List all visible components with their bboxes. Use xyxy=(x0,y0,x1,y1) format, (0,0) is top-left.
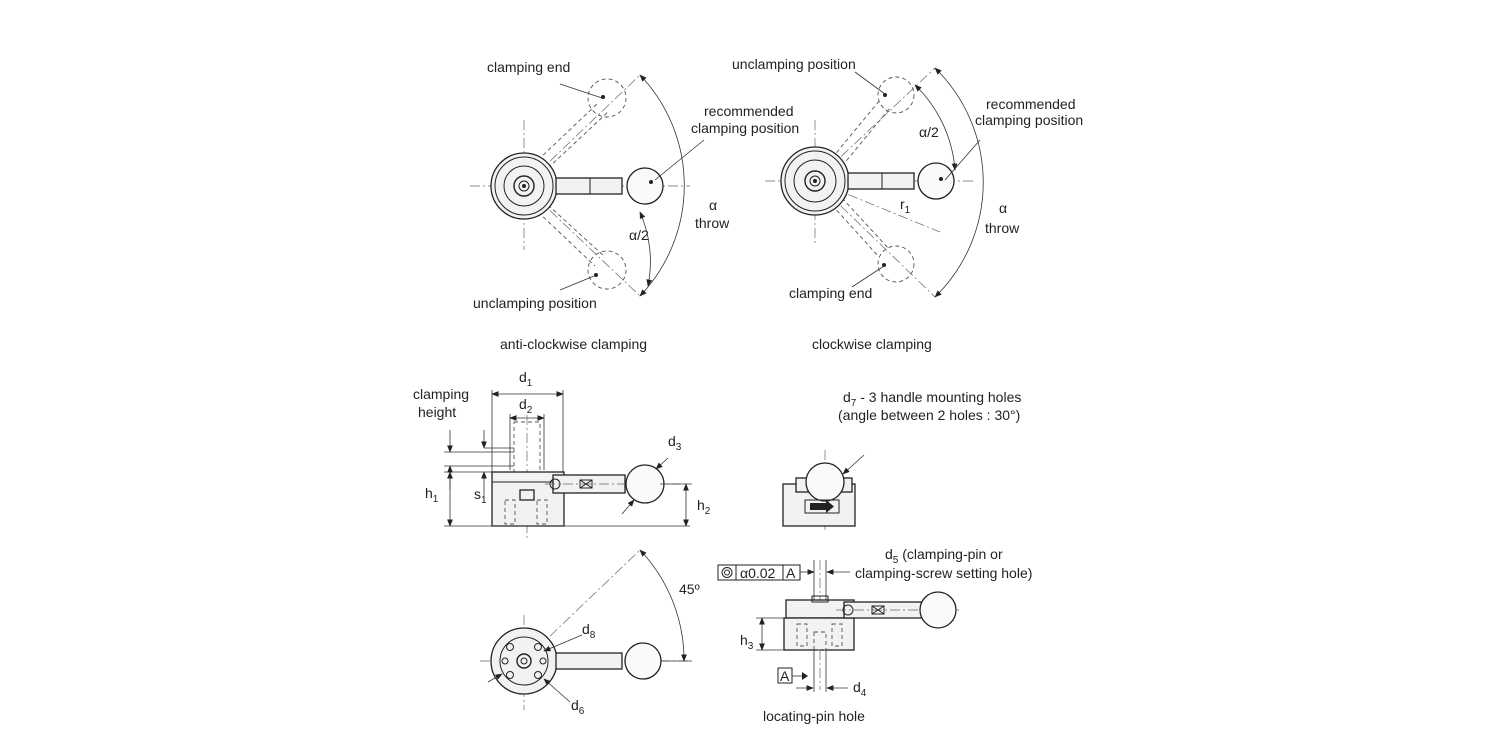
label-d2: d2 xyxy=(519,396,533,416)
label-half-angle: α/2 xyxy=(629,227,649,243)
tolerance-value: α0.02 xyxy=(740,565,776,581)
view-side xyxy=(444,390,692,538)
label-alpha: α xyxy=(709,197,717,213)
view-front xyxy=(782,450,865,530)
label-d4: d4 xyxy=(853,679,867,699)
label-unclamping: unclamping position xyxy=(732,56,856,72)
label-clamping-end: clamping end xyxy=(487,59,570,75)
label-h2: h2 xyxy=(697,497,711,517)
ball-knob xyxy=(805,462,845,502)
label-h1: h1 xyxy=(425,485,439,505)
label-h3: h3 xyxy=(740,632,754,652)
label-clamping-height-2: height xyxy=(418,404,456,420)
ball-knob xyxy=(624,642,662,680)
label-half-angle: α/2 xyxy=(919,124,939,140)
label-d6: d6 xyxy=(571,697,585,717)
label-throw: throw xyxy=(985,220,1020,236)
caption-clockwise: clockwise clamping xyxy=(812,336,932,352)
tolerance-datum: A xyxy=(786,565,796,581)
tolerance-frame xyxy=(717,564,801,581)
datum-box xyxy=(777,667,793,684)
view-bottom xyxy=(480,549,692,710)
label-recommended: recommended xyxy=(986,96,1076,112)
view-section xyxy=(717,560,960,692)
label-d8: d8 xyxy=(582,621,596,641)
ball-knob xyxy=(917,162,955,200)
label-angle: 45º xyxy=(679,581,700,597)
view-anticlockwise xyxy=(470,74,705,297)
label-recommended-2: clamping position xyxy=(691,120,799,136)
label-s1: s1 xyxy=(474,486,487,506)
label-recommended: recommended xyxy=(704,103,794,119)
label-d5: d5 (clamping-pin or xyxy=(885,546,1003,566)
ball-knob xyxy=(625,464,665,504)
label-d7-angle: (angle between 2 holes : 30°) xyxy=(838,407,1020,423)
label-clamping-height: clamping xyxy=(413,386,469,402)
ball-knob xyxy=(626,167,664,205)
caption-anticlockwise: anti-clockwise clamping xyxy=(500,336,647,352)
label-recommended-2: clamping position xyxy=(975,112,1083,128)
label-d1: d1 xyxy=(519,369,533,389)
label-unclamping: unclamping position xyxy=(473,295,597,311)
label-d3: d3 xyxy=(668,433,682,453)
caption-locating: locating-pin hole xyxy=(763,708,865,724)
ball-knob xyxy=(919,591,957,629)
label-throw: throw xyxy=(695,215,730,231)
view-clockwise xyxy=(765,67,984,298)
label-r1: r1 xyxy=(900,196,911,216)
label-alpha: α xyxy=(999,200,1007,216)
label-clamping-end: clamping end xyxy=(789,285,872,301)
datum-label: A xyxy=(780,668,790,684)
hub-outer xyxy=(490,627,558,695)
label-d5-2: clamping-screw setting hole) xyxy=(855,565,1032,581)
label-d7: d7 - 3 handle mounting holes xyxy=(843,389,1021,409)
